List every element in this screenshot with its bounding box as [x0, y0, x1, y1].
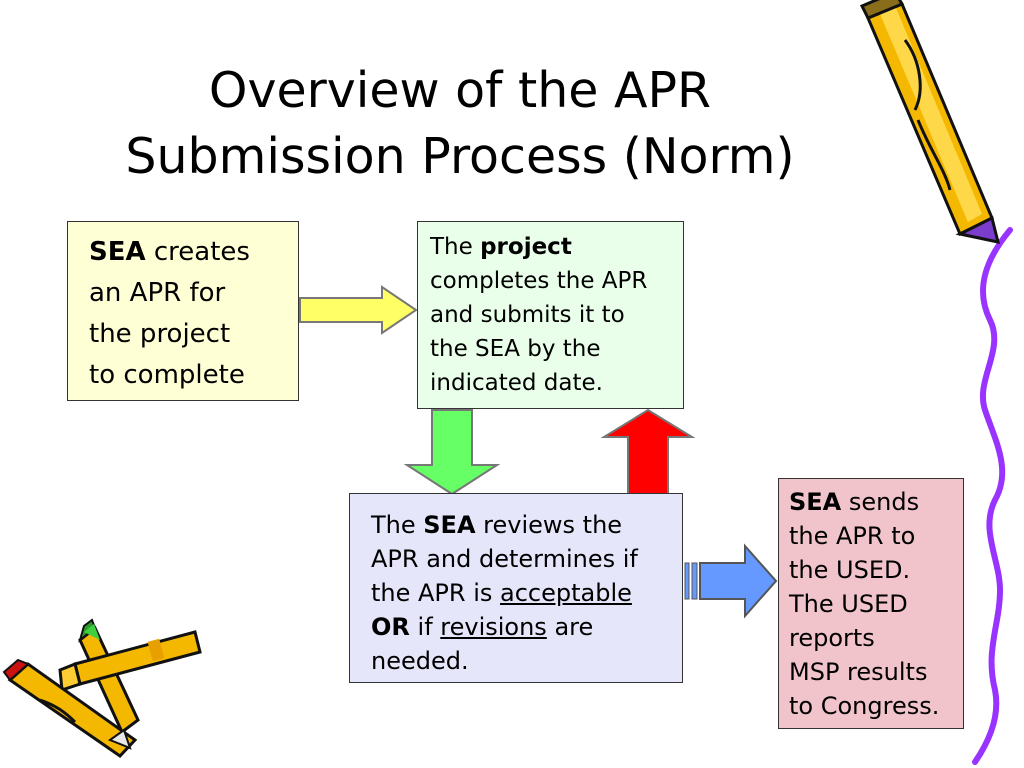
box4-line-7: to Congress. — [789, 692, 940, 720]
box2-line-1: The project — [430, 230, 683, 264]
box2-line-5: indicated date. — [430, 370, 603, 396]
project-label: project — [480, 234, 572, 260]
box3-line-2: APR and determines if — [371, 545, 638, 573]
box3-text: are — [546, 613, 594, 641]
box2-line-4: the SEA by the — [430, 336, 601, 362]
box1-text: creates — [145, 237, 250, 267]
box2-text: The — [430, 234, 481, 260]
step-box-sea-reviews: The SEA reviews the APR and determines i… — [349, 493, 683, 683]
step-box-project-completes: The project completes the APR and submit… — [417, 221, 684, 409]
box3-text: the APR is — [371, 579, 501, 607]
or-label: OR — [371, 613, 410, 641]
sea-label: SEA — [89, 237, 146, 267]
box3-text: The — [371, 511, 424, 539]
box4-line-4: The USED — [789, 590, 908, 618]
squiggle-line — [972, 227, 1013, 765]
pencil-icon — [859, 0, 1001, 244]
box4-text: sends — [841, 488, 920, 516]
step-box-sea-creates: SEA creates an APR for the project to co… — [67, 221, 299, 401]
sea-label: SEA — [789, 488, 842, 516]
box1-line-1: SEA creates — [89, 232, 298, 273]
box3-line-3: the APR is acceptable — [371, 576, 682, 610]
box1-line-3: the project — [89, 319, 231, 349]
box3-text: reviews the — [475, 511, 623, 539]
box3-line-1: The SEA reviews the — [371, 508, 682, 542]
box3-line-5: needed. — [371, 647, 469, 675]
box4-line-6: MSP results — [789, 658, 928, 686]
title-line-1: Overview of the APR — [208, 62, 712, 119]
box4-line-1: SEA sends — [789, 485, 963, 519]
arrow-right-yellow — [299, 285, 418, 335]
box1-line-2: an APR for — [89, 278, 226, 308]
box2-line-3: and submits it to — [430, 302, 625, 328]
box4-line-3: the USED. — [789, 556, 911, 584]
acceptable-label: acceptable — [500, 579, 632, 607]
sea-label: SEA — [423, 511, 476, 539]
box1-line-4: to complete — [89, 360, 245, 390]
box4-line-2: the APR to — [789, 522, 916, 550]
revisions-label: revisions — [440, 613, 547, 641]
title-line-2: Submission Process (Norm) — [125, 128, 795, 185]
box2-line-2: completes the APR — [430, 268, 648, 294]
box3-line-4: OR if revisions are — [371, 610, 682, 644]
crayons-icon — [2, 618, 202, 758]
page-title: Overview of the APR Submission Process (… — [60, 58, 860, 190]
arrow-right-blue — [684, 543, 778, 619]
arrow-up-red — [600, 408, 696, 495]
box4-line-5: reports — [789, 624, 875, 652]
step-box-sea-sends: SEA sends the APR to the USED. The USED … — [778, 478, 964, 729]
box3-text: if — [409, 613, 441, 641]
arrow-down-green — [403, 409, 501, 496]
